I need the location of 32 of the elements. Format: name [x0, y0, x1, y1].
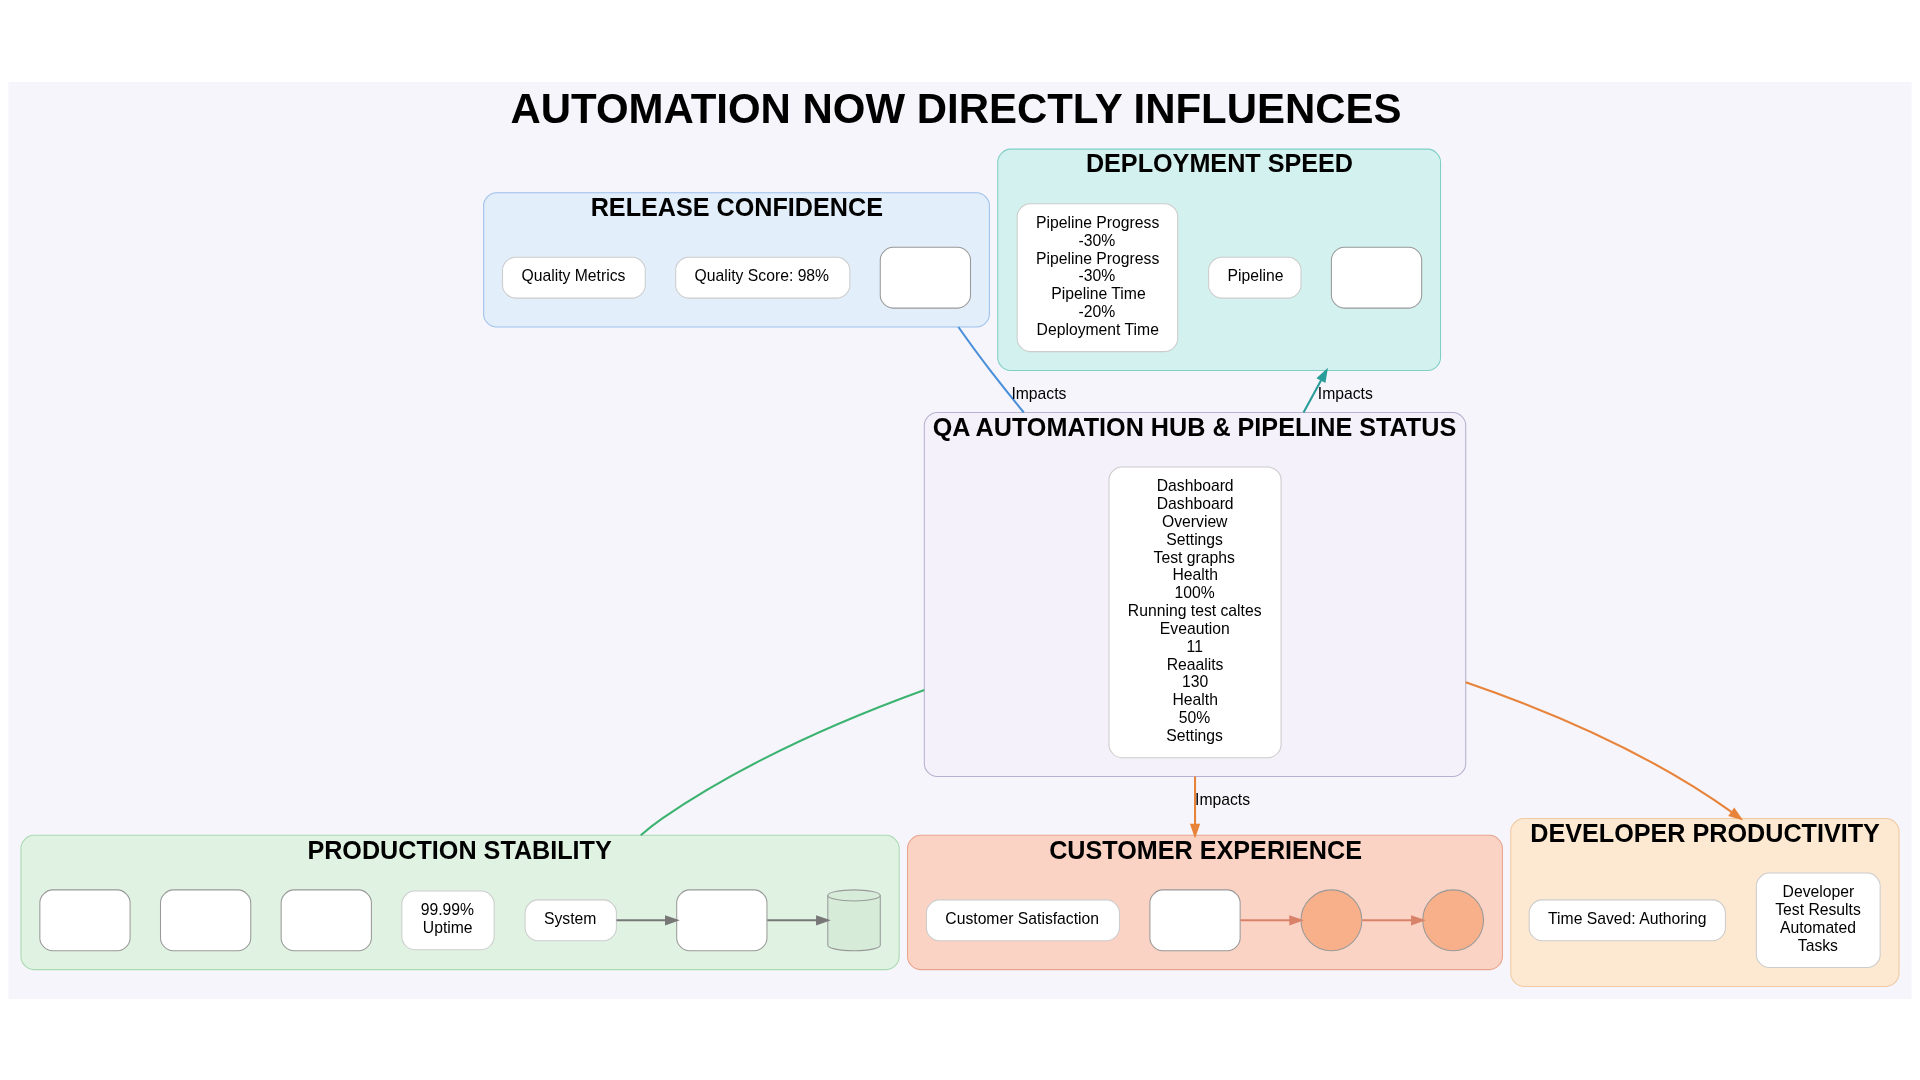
node-box: System	[524, 898, 617, 941]
node-box	[676, 888, 768, 951]
arrow	[616, 914, 680, 925]
node-person	[1422, 888, 1485, 951]
node-box: 99.99% Uptime	[401, 889, 495, 950]
node-box: Developer Test Results Automated Tasks	[1755, 872, 1881, 968]
edge-label: Impacts	[1317, 384, 1373, 402]
arrow	[1240, 914, 1304, 925]
edge-label: Impacts	[1011, 384, 1067, 402]
node-box: Pipeline Progress -30% Pipeline Progress -30% Pipeline Time -20% Deployment Time	[1016, 202, 1179, 352]
node-person	[1300, 888, 1363, 951]
arrow	[1362, 914, 1426, 925]
node-box: Customer Satisfaction	[925, 898, 1120, 941]
edge-label: Impacts	[1195, 790, 1251, 808]
connector	[640, 688, 925, 836]
diagram-title: AUTOMATION NOW DIRECTLY INFLUENCES	[510, 84, 1402, 132]
node-box	[1330, 246, 1423, 309]
node-box	[879, 246, 971, 309]
arrow	[767, 914, 831, 925]
node-box	[39, 888, 131, 951]
node-box	[1149, 888, 1241, 951]
arrow	[1302, 367, 1328, 413]
node-box: Quality Score: 98%	[675, 256, 851, 299]
arrow	[1465, 680, 1744, 820]
node-box: Dashboard Dashboard Overview Settings Test graphs Health 100% Running test caltes Eveaution 11 Reaalits 130 Health 50% Settings	[1108, 466, 1282, 758]
node-box: Quality Metrics	[502, 256, 646, 299]
node-box	[160, 888, 252, 951]
arrow	[1189, 776, 1201, 838]
node-box: Pipeline	[1208, 256, 1302, 299]
node-box: Time Saved: Authoring	[1528, 898, 1726, 941]
connector	[957, 325, 1025, 413]
node-box	[280, 888, 372, 951]
